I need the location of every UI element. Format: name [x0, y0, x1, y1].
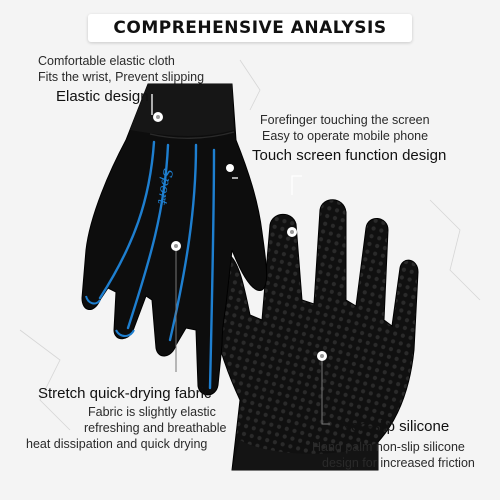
- touch-detail-2: Easy to operate mobile phone: [262, 129, 429, 143]
- silicone-title: Non-slip silicone: [340, 418, 450, 435]
- elastic-detail-2: Fits the wrist, Prevent slipping: [38, 70, 205, 84]
- silicone-detail-1: Hand palm non-slip silicone: [312, 440, 465, 454]
- heading-banner: COMPREHENSIVE ANALYSIS: [88, 14, 412, 42]
- elastic-title: Elastic design: [56, 88, 149, 105]
- touch-title: Touch screen function design: [252, 147, 447, 164]
- elastic-detail-1: Comfortable elastic cloth: [38, 54, 175, 68]
- fabric-detail-1: Fabric is slightly elastic: [88, 405, 216, 419]
- fabric-detail-3: heat dissipation and quick drying: [26, 437, 208, 451]
- glove-logo-text: Sport: [154, 167, 175, 206]
- silicone-detail-2: design for increased friction: [322, 456, 475, 470]
- callout-lines: [151, 94, 302, 195]
- page-title: COMPREHENSIVE ANALYSIS: [113, 18, 387, 38]
- touch-detail-1: Forefinger touching the screen: [260, 113, 430, 127]
- glove-back: [81, 83, 268, 396]
- background-texture: [19, 59, 481, 431]
- callout-markers: [153, 112, 327, 361]
- fabric-detail-2: refreshing and breathable: [84, 421, 227, 435]
- fabric-title: Stretch quick-drying fabric: [38, 385, 212, 402]
